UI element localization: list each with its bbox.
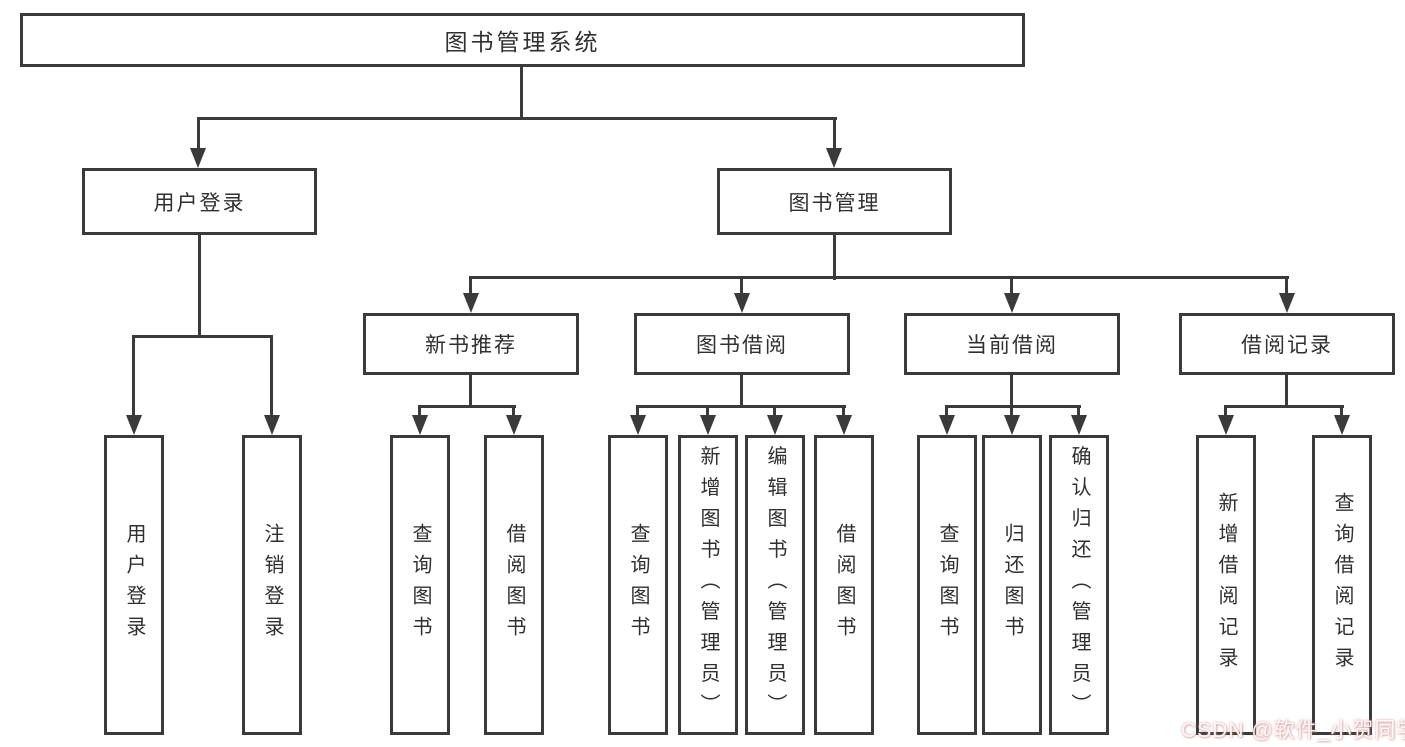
leaf-query-books-recommend: 查询图书 [390,435,450,735]
arrowhead-icon [826,148,842,168]
node-borrow-record: 借阅记录 [1179,313,1395,375]
node-label: 当前借阅 [966,334,1058,357]
arrowhead-icon [700,415,716,435]
leaf-query-books-borrow: 查询图书 [608,435,668,735]
arrowhead-icon [734,293,750,313]
arrowhead-icon [1004,415,1020,435]
node-label: 图书管理系统 [444,29,601,55]
arrowhead-icon [264,415,280,435]
leaf-edit-books-admin: 编辑图书（管理员） [745,435,805,735]
leaf-label: 编辑图书（管理员） [764,445,786,725]
arrowhead-icon [1004,293,1020,313]
node-label: 用户登录 [153,191,246,215]
arrowhead-icon [1071,415,1087,435]
connector-line [740,375,743,408]
connector-line [418,405,516,408]
arrowhead-icon [463,293,479,313]
leaf-query-books-current: 查询图书 [917,435,977,735]
leaf-label: 查询借阅记录 [1331,492,1353,678]
connector-line [833,235,836,280]
leaf-borrow-books-recommend: 借阅图书 [484,435,544,735]
connector-line [1285,277,1288,295]
connector-line [1077,406,1080,415]
leaf-logout: 注销登录 [242,435,302,735]
connector-line [1010,406,1013,415]
connector-line [740,277,743,295]
leaf-user-login: 用户登录 [104,435,164,735]
connector-line [636,405,846,408]
connector-line [945,405,1081,408]
connector-line [842,406,845,415]
leaf-label: 新增借阅记录 [1215,492,1237,678]
leaf-label: 注销登录 [261,523,283,647]
arrowhead-icon [412,415,428,435]
arrowhead-icon [836,415,852,435]
connector-line [636,406,639,415]
connector-line [520,67,523,119]
leaf-query-borrow-record: 查询借阅记录 [1312,435,1372,735]
leaf-label: 新增图书（管理员） [697,445,719,725]
arrowhead-icon [190,148,206,168]
connector-line [197,117,837,120]
connector-line [1285,375,1288,408]
connector-line [1010,375,1013,408]
connector-line [945,406,948,415]
arrowhead-icon [1279,293,1295,313]
connector-line [833,117,836,150]
connector-line [1340,406,1343,415]
leaf-label: 确认归还（管理员） [1068,445,1090,725]
arrowhead-icon [1218,415,1234,435]
leaf-label: 查询图书 [409,523,431,647]
leaf-label: 归还图书 [1001,523,1023,647]
connector-line [132,335,273,338]
leaf-return-books: 归还图书 [982,435,1042,735]
connector-line [418,406,421,415]
connector-line [198,235,201,337]
leaf-label: 查询图书 [627,523,649,647]
connector-line [773,406,776,415]
connector-line [469,375,472,408]
arrowhead-icon [767,415,783,435]
arrowhead-icon [1334,415,1350,435]
connector-line [270,335,273,415]
leaf-label: 借阅图书 [503,523,525,647]
leaf-confirm-return-admin: 确认归还（管理员） [1049,435,1109,735]
node-book-borrow: 图书借阅 [634,313,850,375]
connector-line [469,276,1289,279]
leaf-label: 查询图书 [936,523,958,647]
connector-line [469,277,472,295]
node-user-login: 用户登录 [82,168,317,235]
connector-line [132,335,135,415]
node-label: 新书推荐 [425,334,517,357]
connector-line [1010,277,1013,295]
csdn-watermark: CSDN @软件_小贺同学 [1181,719,1405,742]
connector-line [706,406,709,415]
node-label: 借阅记录 [1241,334,1333,357]
connector-line [512,406,515,415]
arrowhead-icon [126,415,142,435]
node-label: 图书借阅 [696,334,788,357]
connector-line [1224,406,1227,415]
arrowhead-icon [939,415,955,435]
node-label: 图书管理 [788,191,881,215]
leaf-add-borrow-record: 新增借阅记录 [1196,435,1256,735]
leaf-add-books-admin: 新增图书（管理员） [678,435,738,735]
leaf-label: 用户登录 [123,523,145,647]
leaf-borrow-books: 借阅图书 [814,435,874,735]
arrowhead-icon [506,415,522,435]
node-new-book-recommend: 新书推荐 [363,313,579,375]
connector-line [197,117,200,150]
connector-line [1224,405,1344,408]
leaf-label: 借阅图书 [833,523,855,647]
node-book-management: 图书管理 [717,168,952,235]
node-current-borrow: 当前借阅 [904,313,1120,375]
arrowhead-icon [630,415,646,435]
node-root-library-system: 图书管理系统 [20,13,1025,67]
